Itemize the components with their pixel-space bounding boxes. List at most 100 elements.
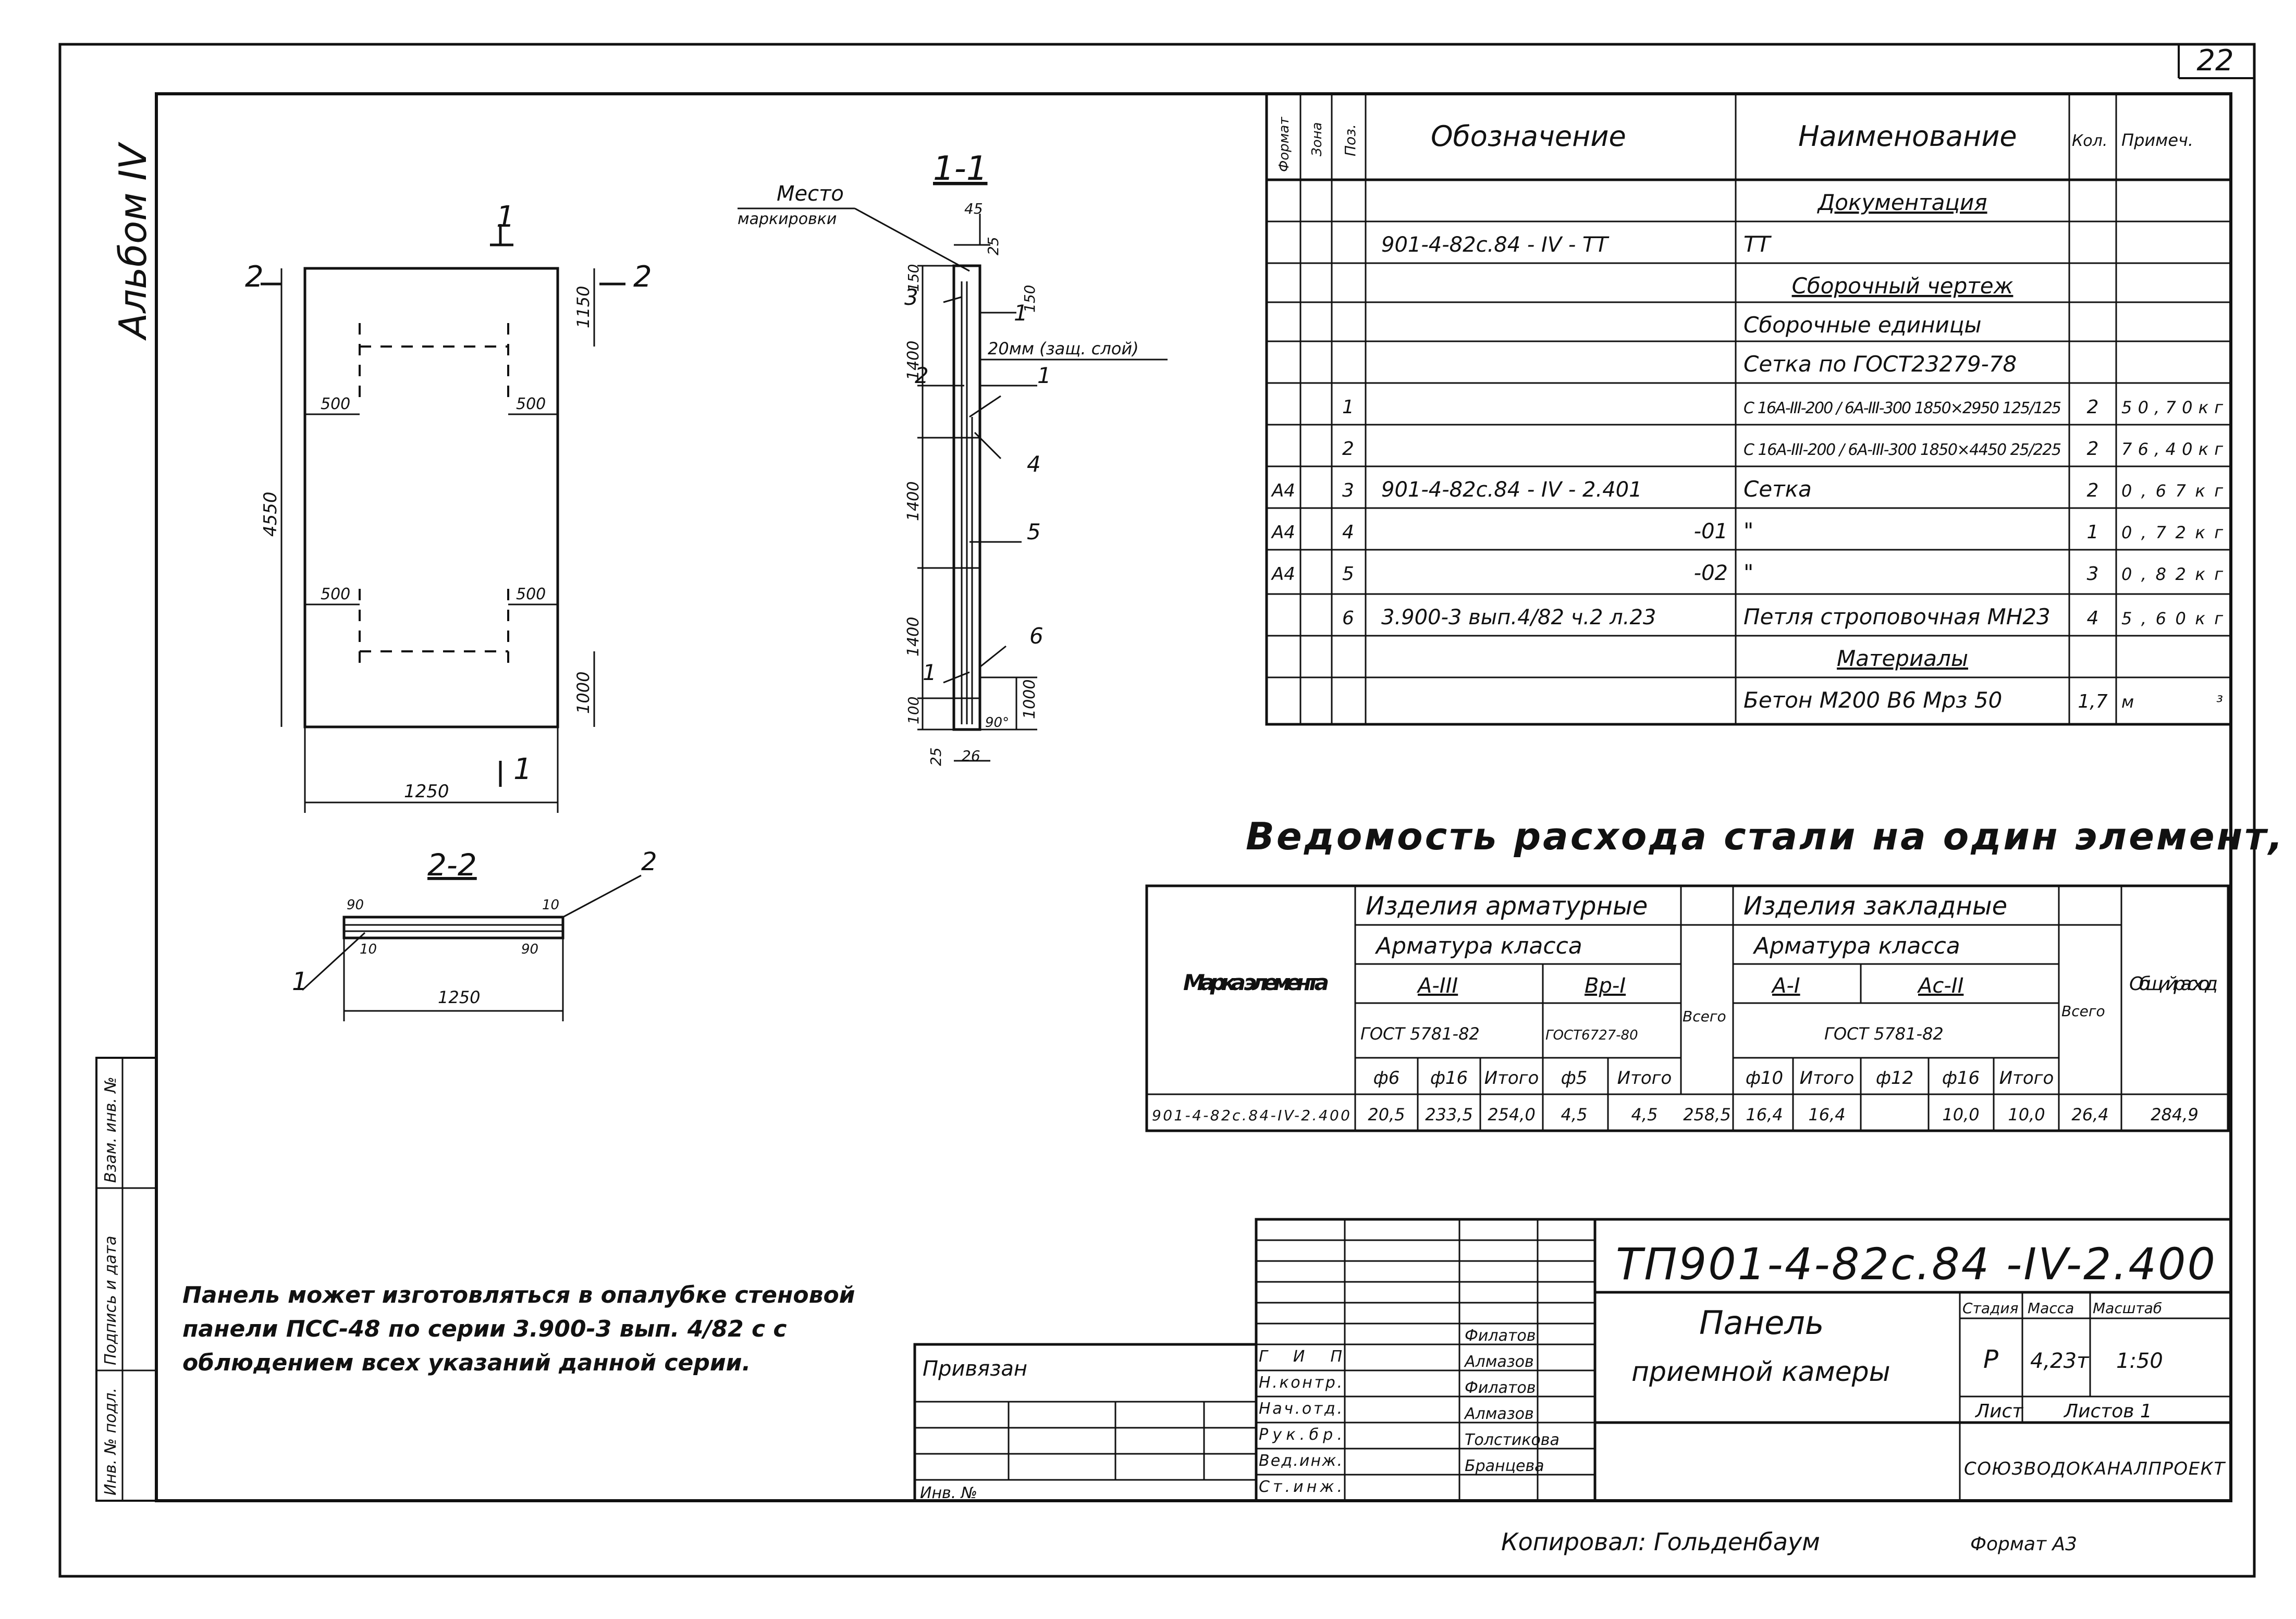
scale-label: Масштаб [2093, 1300, 2162, 1317]
stamp-name: Алмазов [1464, 1353, 1534, 1371]
section-2-2-title: 2-2 [427, 847, 477, 883]
spec-cell-pos: 5 [1342, 563, 1354, 585]
format-label: Формат А3 [1970, 1534, 2077, 1555]
steel-embed-group: Изделия закладные [1744, 892, 2007, 921]
spec-cell-note: 50,70кг [2121, 398, 2223, 417]
stamp-name: Толстикова [1465, 1431, 1560, 1449]
steel-cls-bp1: Вр-I [1585, 974, 1626, 998]
sec-angle-90: 90° [985, 715, 1009, 731]
steel-title: Ведомость расхода стали на один элемент,… [1246, 814, 2296, 858]
sec-dim-1400-b: 1400 [904, 481, 923, 521]
spec-cell-name: ТТ [1744, 231, 1772, 257]
dim-500-bl: 500 [321, 585, 350, 603]
steel-table: Марка элемента Изделия арматурные Издели… [1145, 884, 2230, 1132]
copied-by: Копировал: Гольденбаум [1501, 1528, 1820, 1556]
sec-dim-45: 45 [964, 200, 983, 217]
spec-cell-note: 0,67кг [2121, 481, 2223, 501]
steel-value-cell: 10,0 [2008, 1105, 2045, 1124]
title-line-2: приемной камеры [1631, 1356, 1890, 1388]
steel-rebar-group: Изделия арматурные [1366, 892, 1648, 921]
cut-mark-2-right: 2 [633, 260, 652, 294]
side-stamp: Инв. № подл. Подпись и дата Взам. инв. № [95, 1057, 157, 1502]
spec-cell-name: С 16А-III-200 / 6А-III-300 1850×4450 25/… [1744, 441, 2061, 459]
section-2-2: 2-2 90 10 10 90 1250 1 2 [292, 847, 657, 1021]
sec-pos-5: 5 [1027, 519, 1041, 545]
steel-subhead: ф16 [1430, 1068, 1468, 1089]
steel-cls-as2: Ас-II [1917, 974, 1963, 998]
mark-place-label-2: маркировки [738, 210, 837, 228]
spec-head-note: Примеч. [2121, 130, 2193, 150]
plan-dim-90-r: 90 [521, 942, 538, 957]
spec-head-format: Формат [1276, 117, 1292, 172]
steel-value-cell: 258,5 [1683, 1105, 1731, 1124]
spec-cell-designation: -02 [1694, 561, 1728, 585]
steel-value-cell: 10,0 [1942, 1105, 1979, 1124]
steel-value-cell: 254,0 [1488, 1105, 1536, 1124]
sec-dim-100: 100 [905, 697, 922, 724]
steel-cls-a3: А-III [1416, 974, 1458, 998]
title-block: ТП901-4-82с.84 -IV-2.400 Панель приемной… [913, 1218, 2232, 1502]
panel-outline [303, 267, 559, 728]
stage-value: Р [1983, 1345, 1998, 1374]
spec-cell-name: " [1744, 560, 1753, 585]
steel-value-cell: 233,5 [1425, 1105, 1473, 1124]
scale-value: 1:50 [2116, 1349, 2163, 1373]
steel-subhead: ф16 [1942, 1068, 1980, 1089]
steel-value-cell: 26,4 [2071, 1105, 2108, 1124]
side-label-inv: Инв. № подл. [102, 1388, 120, 1496]
sheets-label: Листов 1 [2063, 1401, 2152, 1422]
sec-dim-25-b: 25 [927, 747, 944, 766]
spec-cell-note: 0,72кг [2121, 523, 2223, 542]
steel-gost-5781-b: ГОСТ 5781-82 [1824, 1024, 1944, 1044]
spec-cell-format: А4 [1271, 522, 1295, 543]
doc-code: ТП901-4-82с.84 -IV-2.400 [1616, 1239, 2215, 1290]
sec-pos-3: 3 [904, 285, 918, 310]
spec-table: Формат Зона Поз. Обозначение Наименовани… [1265, 92, 2232, 726]
spec-cell-qty: 1 [2087, 522, 2099, 543]
spec-cell-qty: 2 [2087, 397, 2099, 418]
spec-cell-pos: 2 [1342, 438, 1354, 460]
mass-label: Масса [2028, 1300, 2074, 1317]
plan-dim-10-l: 10 [360, 942, 377, 957]
spec-cell-qty: 1,7 [2078, 691, 2107, 712]
steel-gost-6727: ГОСТ6727-80 [1545, 1028, 1638, 1043]
spec-cell-name: " [1744, 518, 1753, 543]
stamp-name: Алмазов [1464, 1405, 1534, 1423]
spec-head-name: Наименование [1798, 120, 2017, 153]
spec-cell-format: А4 [1271, 480, 1295, 501]
sec-dim-1000: 1000 [1021, 679, 1039, 719]
panel-front-view: 1 1 2 2 1150 500 500 4550 500 500 1000 1… [245, 200, 652, 813]
spec-cell-name: Сетка по ГОСТ23279-78 [1744, 351, 2017, 377]
organization: СОЮЗВОДОКАНАЛПРОЕКТ [1964, 1459, 2226, 1479]
steel-value-cell: 284,9 [2151, 1105, 2199, 1124]
cut-mark-1-top: 1 [496, 200, 515, 234]
dim-1150: 1150 [573, 286, 593, 328]
steel-total-embed: Всего [2061, 1003, 2105, 1020]
sheet-label: Лист [1974, 1401, 2023, 1422]
spec-cell-designation: 901-4-82с.84 - IV - 2.401 [1381, 478, 1642, 502]
plan-dim-90-l: 90 [347, 897, 364, 913]
steel-cls-a1: А-I [1771, 974, 1800, 998]
spec-cell-note: 76,40кг [2121, 439, 2223, 459]
dim-500-br: 500 [516, 585, 546, 603]
spec-head-zone: Зона [1309, 122, 1325, 156]
mark-place-label: Место [777, 182, 844, 206]
dim-500-tl: 500 [321, 395, 350, 413]
spec-cell-note: 0,82кг [2121, 564, 2223, 584]
stamp-role: Рук.бр. [1259, 1426, 1342, 1444]
spec-cell-pos: 3 [1342, 480, 1354, 501]
steel-total-rebar: Всего [1683, 1008, 1726, 1025]
spec-cell-designation: 3.900-3 вып.4/82 ч.2 л.23 [1381, 605, 1656, 629]
spec-cell-format: А4 [1271, 564, 1295, 585]
steel-value-cell: 4,5 [1631, 1105, 1658, 1124]
sec-dim-1400-a: 1400 [904, 341, 923, 380]
spec-cell-name: С 16А-III-200 / 6А-III-300 1850×2950 125… [1744, 399, 2061, 417]
steel-value-cell: 4,5 [1561, 1105, 1588, 1124]
sec-pos-1a: 1 [1014, 300, 1028, 326]
steel-subhead: ф5 [1561, 1068, 1588, 1089]
steel-subhead: ф10 [1746, 1068, 1783, 1089]
steel-subhead: Итого [1484, 1068, 1539, 1089]
dim-1250: 1250 [404, 781, 449, 802]
sec-dim-25: 25 [985, 237, 1002, 255]
